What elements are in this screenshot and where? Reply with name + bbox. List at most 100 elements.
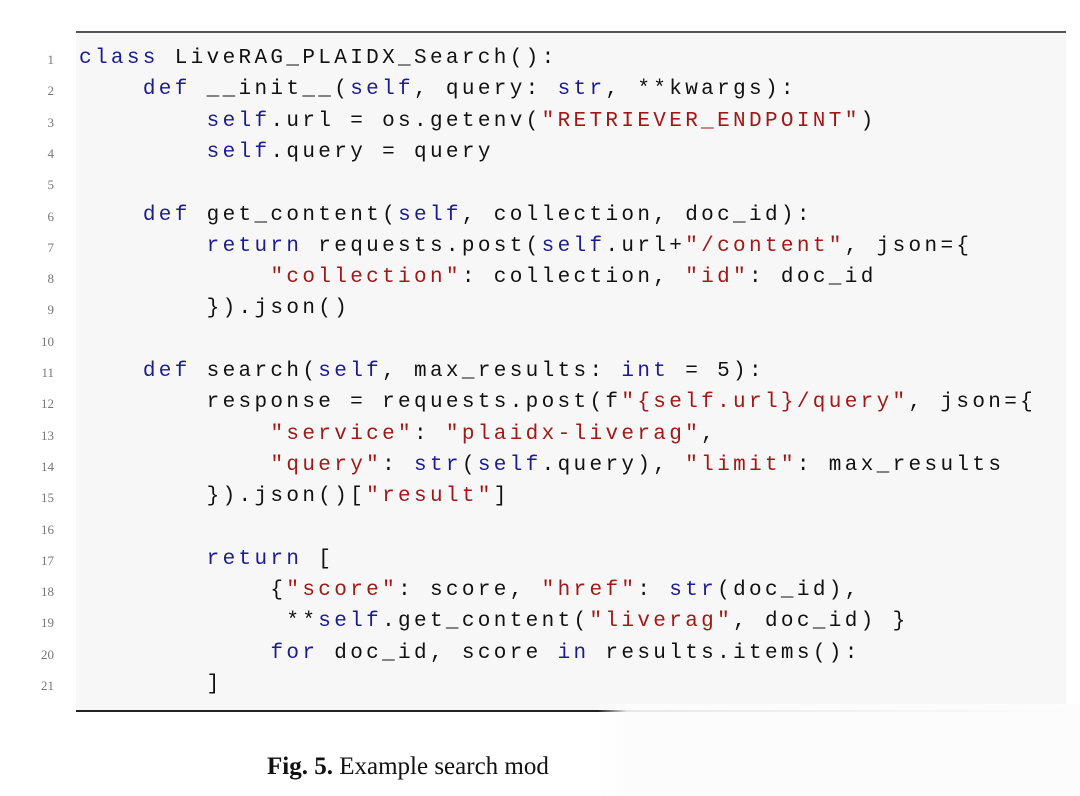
keyword-token: return (206, 234, 303, 258)
string-token: "{self.url}/query" (621, 391, 909, 415)
code-token: doc_id, score (318, 641, 558, 665)
code-text: for doc_id, score in results.items(): (79, 642, 861, 665)
code-token: }).json() (79, 297, 351, 321)
code-token: requests.post( (302, 234, 542, 258)
string-token: "/content" (685, 234, 845, 258)
keyword-token: self (350, 78, 415, 102)
code-token: }).json()[ (79, 485, 367, 509)
string-token: "score" (286, 579, 399, 603)
code-token: : max_results (796, 453, 1005, 477)
code-token: (doc_id), (717, 579, 861, 603)
keyword-token: for (270, 641, 319, 665)
keyword-token: in (557, 641, 590, 665)
code-token: ** (79, 610, 319, 634)
line-number: 9 (47, 302, 55, 318)
keyword-token: def (142, 360, 191, 383)
code-token: .query = query (270, 140, 494, 164)
code-token (79, 423, 270, 446)
code-text: }).json()["result"] (79, 485, 510, 508)
code-token: , (701, 422, 718, 446)
keyword-token: self (206, 140, 271, 164)
code-token (79, 642, 270, 665)
code-token: .get_content( (382, 610, 590, 634)
string-token: "query" (270, 453, 383, 477)
line-number: 12 (41, 396, 54, 412)
string-token: "plaidx-liverag" (445, 422, 702, 446)
code-token: .url+ (605, 234, 686, 258)
line-number: 8 (47, 271, 55, 287)
line-number: 16 (41, 521, 54, 537)
code-token (79, 454, 270, 477)
string-token: "limit" (685, 453, 797, 477)
line-number: 2 (47, 83, 55, 99)
code-token: : collection, (461, 266, 686, 290)
code-text: def __init__(self, query: str, **kwargs)… (79, 78, 797, 101)
code-listing: 1 class LiveRAG_PLAIDX_Search(): 2 def __i… (41, 31, 1066, 712)
code-token: ) (860, 109, 877, 133)
code-token: get_content( (190, 203, 399, 227)
code-token (79, 266, 270, 289)
string-token: "liverag" (589, 610, 734, 634)
line-number: 21 (41, 678, 54, 693)
code-token: : doc_id (749, 266, 877, 290)
code-token (79, 78, 143, 101)
line-number: 20 (41, 646, 54, 662)
code-token: , **kwargs): (605, 78, 797, 102)
code-text: **self.get_content("liverag", doc_id) } (79, 610, 909, 633)
code-token: ( (461, 453, 478, 477)
code-text: {"score": score, "href": str(doc_id), (79, 579, 861, 602)
figure-caption: Fig. 5. Example search mod (267, 753, 549, 781)
code-token: .query), (541, 453, 686, 477)
line-number: 6 (47, 208, 55, 224)
keyword-token: self (318, 610, 383, 634)
code-text: return [ (79, 548, 334, 571)
keyword-token: str (669, 579, 718, 603)
code-token: .url = os.getenv( (270, 109, 542, 133)
code-text: }).json() (79, 297, 350, 320)
keyword-token: class (79, 47, 159, 70)
string-token: "result" (366, 485, 494, 509)
line-number: 1 (47, 52, 55, 67)
figure-label: Fig. 5. (267, 753, 333, 780)
keyword-token: def (142, 78, 191, 102)
code-token: { (79, 579, 287, 603)
code-token (79, 548, 207, 571)
code-token: : score, (398, 579, 542, 603)
code-token: search( (190, 360, 319, 383)
line-number: 18 (41, 584, 54, 600)
code-token: , collection, doc_id): (461, 203, 813, 227)
keyword-token: str (557, 78, 606, 102)
code-text: self.query = query (79, 141, 494, 164)
keyword-token: str (414, 453, 462, 477)
keyword-token: self (398, 203, 462, 227)
line-number: 13 (41, 427, 54, 443)
code-token: , doc_id) } (733, 610, 909, 634)
keyword-token: self (318, 360, 383, 383)
code-token (79, 110, 207, 133)
code-text: def get_content(self, collection, doc_id… (79, 204, 813, 227)
code-token: , max_results: (382, 360, 622, 383)
keyword-token: self (206, 109, 271, 133)
string-token: "service" (270, 422, 415, 446)
line-number: 19 (41, 615, 54, 631)
code-token: ] (79, 673, 223, 696)
line-number: 17 (41, 552, 54, 568)
code-token: : (414, 422, 446, 446)
code-token: [ (302, 547, 335, 571)
code-text: ] (79, 673, 223, 696)
code-token: : (637, 579, 670, 603)
code-text: def search(self, max_results: int = 5): (79, 360, 765, 383)
line-number: 14 (41, 458, 54, 474)
code-token: ] (493, 485, 510, 509)
code-token: LiveRAG_PLAIDX_Search(): (158, 47, 558, 70)
code-token: results.items(): (589, 641, 861, 665)
keyword-token: self (477, 453, 542, 477)
code-token (79, 360, 143, 383)
keyword-token: def (142, 203, 191, 227)
code-token (79, 204, 143, 227)
code-text: class LiveRAG_PLAIDX_Search(): (79, 47, 558, 70)
code-text: "service": "plaidx-liverag", (79, 423, 717, 446)
code-token (79, 235, 207, 258)
code-token: , json={ (844, 234, 973, 258)
line-number: 15 (41, 490, 54, 506)
